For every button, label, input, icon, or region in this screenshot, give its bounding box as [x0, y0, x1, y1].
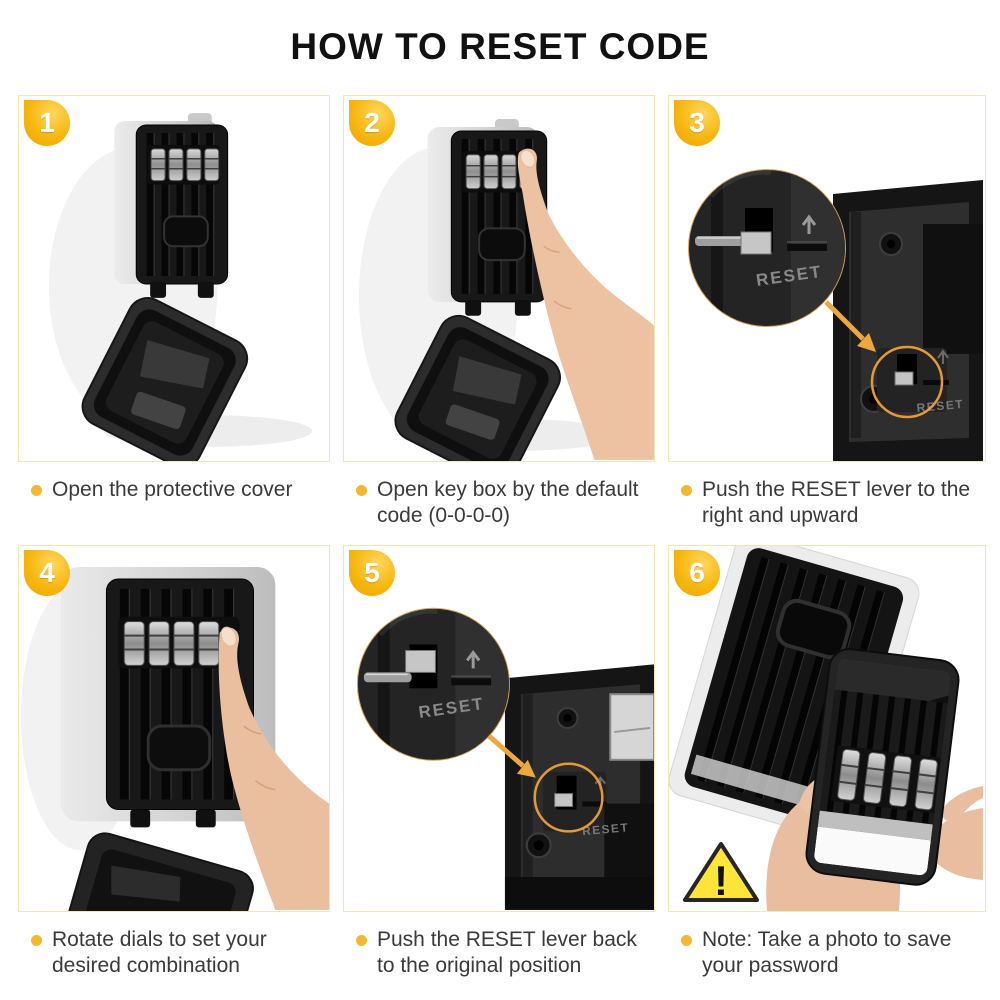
- reset-lever-magnified: [405, 650, 436, 673]
- step-2: 2 Open key box by the default code (0-0-…: [343, 95, 655, 545]
- fingernail: [220, 626, 237, 647]
- keyhole-cover: [163, 215, 209, 248]
- bullet-icon: [31, 485, 42, 496]
- highlight-circle: [533, 762, 604, 833]
- handle-recess: [775, 598, 852, 660]
- rotate-dials-illustration: [20, 567, 329, 911]
- step-1-photo: 1: [18, 95, 330, 462]
- caption-text: Open key box by the default code (0-0-0-…: [377, 478, 639, 527]
- caption-text: Open the protective cover: [52, 478, 293, 501]
- caption-text: Rotate dials to set your desired combina…: [52, 928, 267, 977]
- step-4: 4 Rotate dials to set your desired combi…: [18, 545, 330, 995]
- step-2-photo: 2: [343, 95, 655, 462]
- step-number-badge: 5: [349, 550, 395, 596]
- reset-label-panel: RESET: [582, 820, 630, 838]
- step-number-badge: 2: [349, 100, 395, 146]
- step-6-photo: ! 6: [668, 545, 986, 912]
- step-2-caption: Open key box by the default code (0-0-0-…: [343, 462, 655, 545]
- open-cover-tray: [65, 832, 254, 911]
- step-5: RESET R: [343, 545, 655, 995]
- warning-mark: !: [714, 857, 728, 904]
- step-3-photo: RESET R: [668, 95, 986, 462]
- step-3: RESET R: [668, 95, 986, 545]
- combination-dials: [118, 616, 240, 669]
- reset-lever: [554, 793, 574, 807]
- hinges: [130, 809, 216, 828]
- step-3-caption: Push the RESET lever to the right and up…: [668, 462, 986, 545]
- caption-text: Push the RESET lever to the right and up…: [702, 478, 971, 527]
- bullet-icon: [681, 935, 692, 946]
- step-4-photo: 4: [18, 545, 330, 912]
- mechanism-panel: RESET: [833, 180, 983, 461]
- reset-lever: [894, 371, 914, 386]
- hinges: [150, 281, 214, 298]
- step-1: 1 Open the protective cover: [18, 95, 330, 545]
- warning-triangle-icon: !: [683, 842, 759, 904]
- bullet-icon: [681, 485, 692, 496]
- caption-text: Note: Take a photo to save your password: [702, 928, 952, 977]
- step-4-caption: Rotate dials to set your desired combina…: [18, 912, 330, 995]
- caption-text: Push the RESET lever back to the origina…: [377, 928, 637, 977]
- keyhole-cover: [478, 227, 526, 262]
- bullet-icon: [356, 485, 367, 496]
- magnifier-inset: RESET: [688, 168, 846, 327]
- mechanism-panel: RESET: [504, 664, 654, 910]
- right-hand: [925, 786, 983, 880]
- fingernail: [520, 149, 536, 168]
- latch-plate: [609, 693, 654, 761]
- step-5-caption: Push the RESET lever back to the origina…: [343, 912, 655, 995]
- reset-lever-magnified: [740, 231, 772, 255]
- reset-lever-back-illustration: RESET R: [356, 607, 654, 910]
- take-photo-illustration: !: [669, 546, 983, 911]
- lockbox-enter-code-illustration: [358, 119, 654, 461]
- step-6-caption: Note: Take a photo to save your password: [668, 912, 986, 995]
- step-5-photo: RESET R: [343, 545, 655, 912]
- step-number-badge: 1: [24, 100, 70, 146]
- lockbox-open-cover-illustration: [48, 113, 313, 461]
- step-6: ! 6 Note: Take a photo to save your pass…: [668, 545, 986, 995]
- step-number-badge: 6: [674, 550, 720, 596]
- bullet-icon: [31, 935, 42, 946]
- step-number-badge: 4: [24, 550, 70, 596]
- combination-dials: [146, 144, 220, 185]
- pointer-arrow: [824, 300, 876, 352]
- open-cover-tray: [394, 314, 561, 461]
- page-title: HOW TO RESET CODE: [290, 26, 710, 67]
- hand-rotating-dials: [218, 626, 329, 910]
- steps-grid: 1 Open the protective cover: [18, 95, 986, 995]
- highlight-circle: [870, 345, 944, 419]
- smartphone: [805, 648, 960, 886]
- open-cover-tray: [81, 297, 249, 461]
- pointer-arrow: [487, 734, 536, 778]
- step-number-badge: 3: [674, 100, 720, 146]
- keyhole-cover: [146, 724, 212, 772]
- phone-screen: [813, 657, 952, 877]
- step-1-caption: Open the protective cover: [18, 462, 330, 545]
- hand-pressing-dials: [517, 148, 654, 460]
- hinges: [465, 299, 531, 316]
- bullet-icon: [356, 935, 367, 946]
- reset-lever-push-illustration: RESET R: [688, 168, 983, 461]
